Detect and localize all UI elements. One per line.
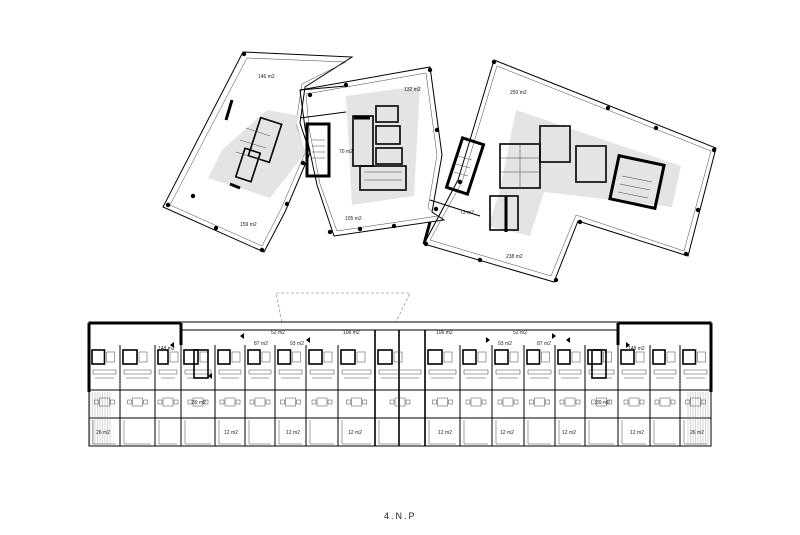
middle-tower: 132 m2 70 m2 105 m2 [299, 66, 446, 237]
area-label-106-right: 106 m2 [436, 330, 453, 336]
upper-towers: 146 m2 159 m2 [162, 51, 717, 283]
area-label-26-left: 26 m2 [96, 430, 110, 436]
area-label-12-a: 12 m2 [224, 430, 238, 436]
area-label-93-left: 93 m2 [290, 341, 304, 347]
left-tower: 146 m2 159 m2 [162, 51, 354, 253]
area-label-12-e: 12 m2 [500, 430, 514, 436]
area-label-238: 238 m2 [506, 254, 523, 260]
area-label-70: 70 m2 [339, 149, 353, 155]
area-label-106-left: 106 m2 [343, 330, 360, 336]
area-label-159: 159 m2 [240, 222, 257, 228]
area-label-132: 132 m2 [404, 87, 421, 93]
area-label-12-d: 12 m2 [438, 430, 452, 436]
area-label-39-right: 39 m2 [596, 400, 610, 406]
area-label-12-f: 12 m2 [562, 430, 576, 436]
area-label-52-left: 52 m2 [271, 330, 285, 336]
area-label-39-left: 39 m2 [192, 400, 206, 406]
middle-tower-outline [299, 66, 446, 237]
area-label-146: 146 m2 [258, 74, 275, 80]
area-label-250: 250 m2 [510, 90, 527, 96]
area-label-26-right: 26 m2 [690, 430, 704, 436]
area-label-12-b: 12 m2 [286, 430, 300, 436]
area-label-12-g: 12 m2 [630, 430, 644, 436]
area-label-12-c: 12 m2 [348, 430, 362, 436]
lower-slab: 148 m2 52 m2 106 m2 106 m2 52 m2 148 m2 … [87, 321, 713, 447]
canopy-outline [275, 292, 411, 323]
area-label-87-right: 87 m2 [537, 341, 551, 347]
area-label-93-right: 93 m2 [498, 341, 512, 347]
area-label-148-right: 148 m2 [628, 346, 645, 352]
area-label-52-right: 52 m2 [513, 330, 527, 336]
area-label-105: 105 m2 [345, 216, 362, 222]
area-label-87-left: 87 m2 [254, 341, 268, 347]
floor-title: 4.N.P [384, 511, 417, 521]
apartment-units [88, 345, 712, 446]
area-label-148-left: 148 m2 [158, 346, 175, 352]
right-tower: 250 m2 73 m2 238 m2 [422, 59, 717, 283]
area-label-73: 73 m2 [460, 210, 474, 216]
